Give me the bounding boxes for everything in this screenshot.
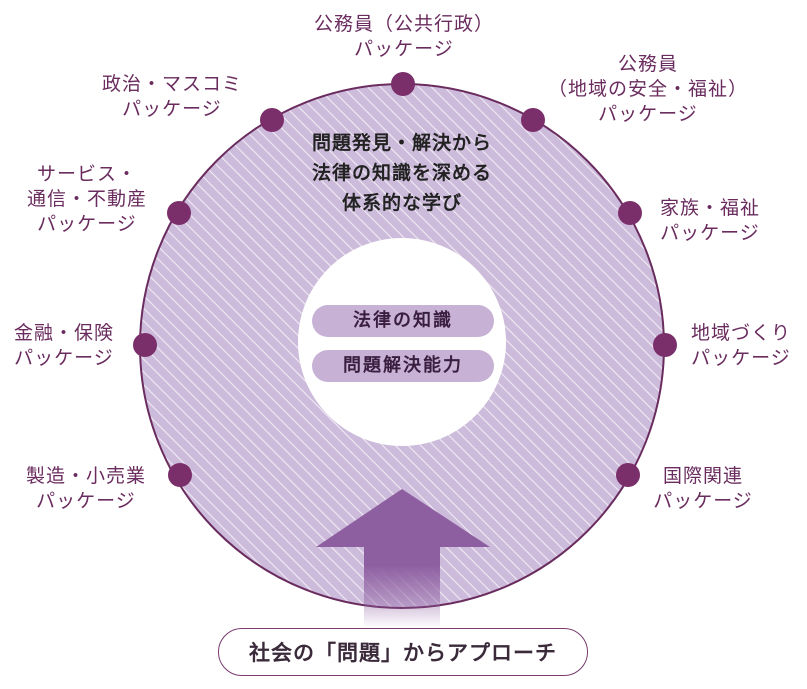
package-label-international: 国際関連 パッケージ (653, 464, 753, 514)
package-dot (167, 201, 191, 225)
package-line: パッケージ (691, 347, 791, 369)
package-line: パッケージ (14, 347, 114, 369)
center-line: 問題発見・解決から (311, 132, 493, 154)
package-dot (618, 201, 642, 225)
package-line: パッケージ (660, 222, 760, 244)
package-line: （地域の安全・福祉） (547, 78, 749, 100)
package-dot (616, 463, 640, 487)
package-label-community: 地域づくり パッケージ (691, 321, 791, 371)
package-label-manufacturing: 製造・小売業 パッケージ (26, 464, 146, 514)
package-line: 政治・マスコミ (101, 73, 243, 95)
package-label-politics-media: 政治・マスコミ パッケージ (102, 72, 242, 122)
center-line: 体系的な学び (341, 192, 463, 214)
package-line: 家族・福祉 (659, 197, 761, 219)
package-dot (521, 108, 545, 132)
package-dot (168, 463, 192, 487)
package-line: パッケージ (36, 490, 136, 512)
package-label-public-admin: 公務員（公共行政） パッケージ (314, 12, 494, 62)
package-label-family-welfare: 家族・福祉 パッケージ (660, 196, 760, 246)
package-line: サービス・ (36, 163, 138, 185)
center-line: 法律の知識を深める (311, 162, 493, 184)
package-line: 国際関連 (662, 465, 743, 487)
package-label-public-safety: 公務員 （地域の安全・福祉） パッケージ (548, 52, 748, 127)
package-line: 公務員（公共行政） (313, 13, 495, 35)
package-line: 公務員 (617, 53, 679, 75)
package-line: パッケージ (37, 213, 137, 235)
problem-solving-pill: 問題解決能力 (312, 350, 494, 382)
approach-banner: 社会の「問題」からアプローチ (218, 628, 588, 676)
package-line: パッケージ (122, 98, 222, 120)
up-arrow (316, 489, 490, 628)
package-line: 通信・不動産 (26, 188, 148, 210)
package-label-finance: 金融・保険 パッケージ (14, 321, 114, 371)
package-line: パッケージ (653, 490, 753, 512)
package-dot (653, 333, 677, 357)
package-dot (391, 72, 415, 96)
center-text: 問題発見・解決から 法律の知識を深める 体系的な学び (312, 128, 492, 218)
inner-core (298, 238, 506, 446)
package-dot (260, 108, 284, 132)
package-line: 金融・保険 (13, 322, 115, 344)
package-dot (133, 333, 157, 357)
package-dots (133, 72, 677, 487)
package-label-services: サービス・ 通信・不動産 パッケージ (27, 162, 147, 237)
package-line: 地域づくり (690, 322, 792, 344)
legal-knowledge-pill: 法律の知識 (312, 305, 494, 337)
package-line: パッケージ (598, 103, 698, 125)
package-line: パッケージ (354, 38, 454, 60)
package-line: 製造・小売業 (25, 465, 147, 487)
